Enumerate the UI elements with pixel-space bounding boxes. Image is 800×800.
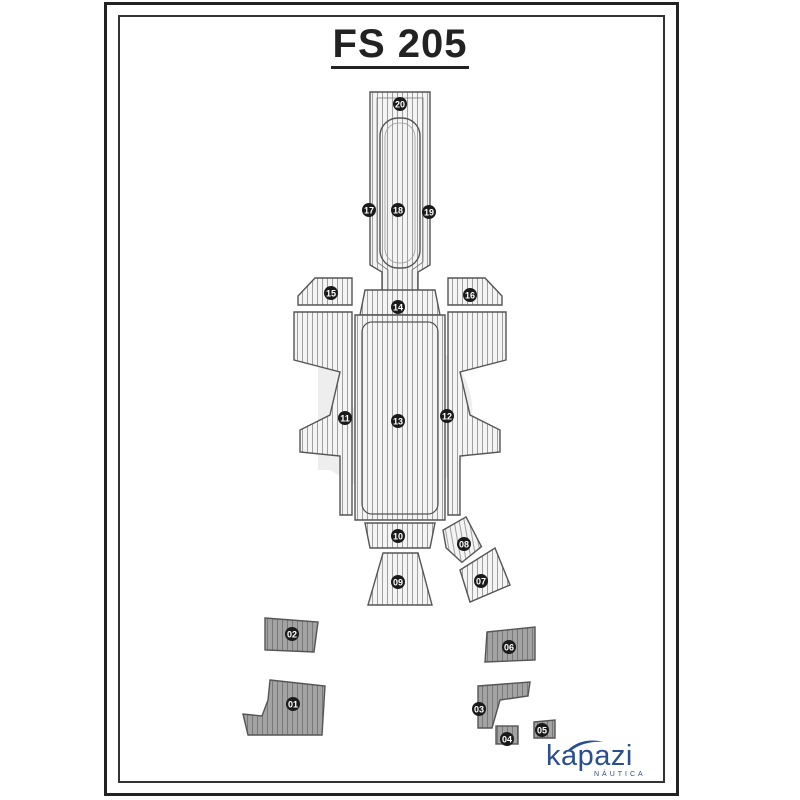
piece-marker-07: 07: [474, 574, 488, 588]
piece-label: 17: [364, 206, 374, 216]
deck-piece-03: [477, 681, 531, 729]
piece-marker-08: 08: [457, 537, 471, 551]
piece-marker-09: 09: [391, 575, 405, 589]
piece-label: 01: [288, 700, 298, 710]
piece-label: 15: [326, 289, 336, 299]
piece-label: 11: [340, 414, 350, 424]
piece-marker-19: 19: [422, 205, 436, 219]
outer-frame: [104, 2, 679, 796]
piece-marker-12: 12: [440, 409, 454, 423]
piece-marker-02: 02: [285, 627, 299, 641]
page-title: FS 205: [0, 22, 800, 69]
piece-label: 03: [474, 705, 484, 715]
piece-marker-17: 17: [362, 203, 376, 217]
piece-marker-11: 11: [338, 411, 352, 425]
piece-marker-20: 20: [393, 97, 407, 111]
piece-label: 18: [393, 206, 403, 216]
piece-marker-06: 06: [502, 640, 516, 654]
deck-piece-07: [459, 546, 511, 603]
deck-piece-01: [242, 679, 326, 736]
piece-marker-13: 13: [391, 414, 405, 428]
piece-label: 13: [393, 417, 403, 427]
piece-marker-01: 01: [286, 697, 300, 711]
piece-label: 12: [442, 412, 452, 422]
piece-label: 10: [393, 532, 403, 542]
piece-label: 09: [393, 578, 403, 588]
piece-label: 06: [504, 643, 514, 653]
brand-name: kapazi: [546, 740, 633, 772]
piece-label: 16: [465, 291, 475, 301]
piece-label: 02: [287, 630, 297, 640]
kapazi-logo: kapazi NÁUTICA: [540, 740, 660, 780]
deck-piece-bow: [369, 91, 431, 296]
piece-label: 14: [393, 303, 403, 313]
piece-label: 19: [424, 208, 434, 218]
deck-piece-12: [447, 311, 507, 516]
piece-marker-05: 05: [535, 723, 549, 737]
piece-marker-16: 16: [463, 288, 477, 302]
piece-marker-18: 18: [391, 203, 405, 217]
piece-label: 05: [537, 726, 547, 736]
logo-swoosh-icon: [568, 740, 604, 750]
piece-marker-15: 15: [324, 286, 338, 300]
piece-marker-03: 03: [472, 702, 486, 716]
brand-subtitle: NÁUTICA: [594, 771, 646, 778]
piece-label: 04: [502, 735, 512, 745]
piece-marker-10: 10: [391, 529, 405, 543]
piece-marker-14: 14: [391, 300, 405, 314]
inner-frame: [118, 15, 665, 783]
deck-piece-11: [293, 311, 353, 516]
piece-marker-04: 04: [500, 732, 514, 746]
piece-label: 07: [476, 577, 486, 587]
piece-label: 20: [395, 100, 405, 110]
piece-label: 08: [459, 540, 469, 550]
